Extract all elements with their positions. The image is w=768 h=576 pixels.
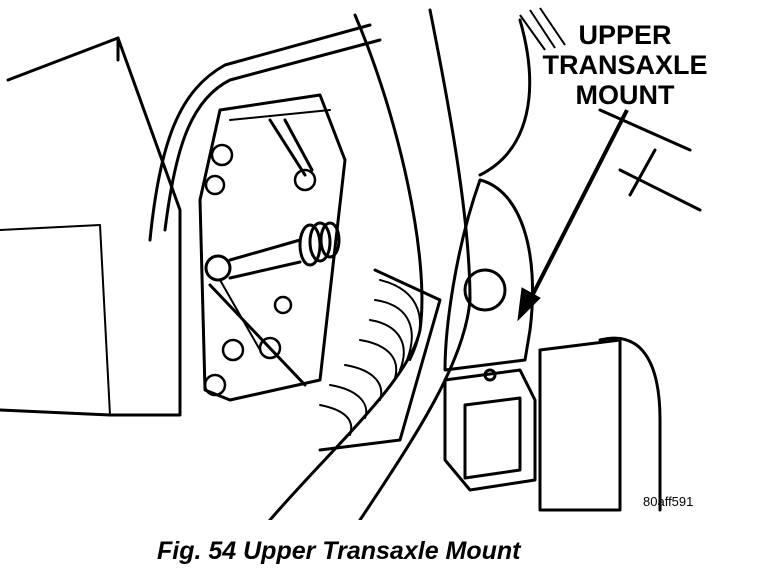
callout-line-1: UPPER	[578, 20, 672, 50]
mount-block	[443, 336, 662, 512]
callout-line-3: MOUNT	[575, 80, 675, 110]
callout-arrow	[517, 109, 629, 322]
transaxle-housing	[443, 18, 702, 382]
callout-hatch	[519, 7, 566, 51]
shift-linkage	[204, 118, 341, 387]
corrugated-duct	[318, 268, 442, 452]
left-body-panel	[0, 36, 182, 417]
engine-compartment-illustration	[0, 7, 702, 520]
curved-pipe	[148, 23, 382, 242]
figure-reference-code: 80aff591	[643, 494, 694, 509]
figure-caption: Fig. 54 Upper Transaxle Mount	[157, 537, 521, 565]
upper-transaxle-mount-label: UPPER TRANSAXLE MOUNT	[530, 20, 720, 110]
callout-line-2: TRANSAXLE	[542, 50, 708, 80]
